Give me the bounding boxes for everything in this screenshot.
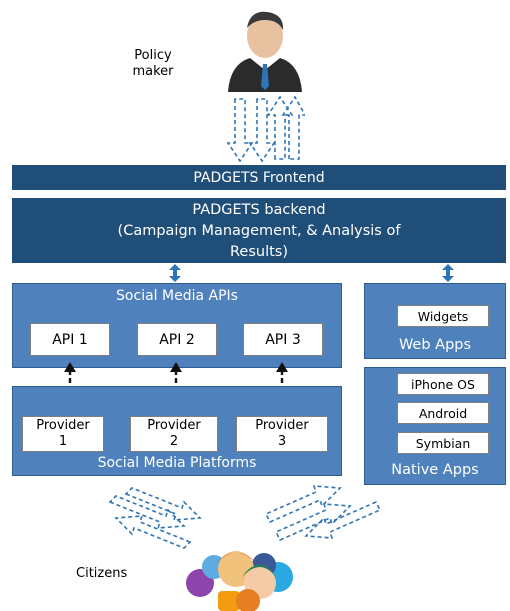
policy-maker-icon bbox=[228, 11, 302, 92]
padgets-frontend-bar: PADGETS Frontend bbox=[12, 165, 506, 190]
padgets-backend-line1: PADGETS backend bbox=[192, 202, 326, 218]
provider-box-3: Provider 3 bbox=[236, 416, 328, 452]
provider-2-line1: Provider bbox=[147, 418, 201, 433]
api-box-2: API 2 bbox=[137, 323, 217, 356]
provider-2-line2: 2 bbox=[169, 434, 179, 449]
policy-frontend-arrows bbox=[226, 95, 305, 163]
provider-box-1: Provider 1 bbox=[22, 416, 104, 452]
iphone-os-box: iPhone OS bbox=[397, 373, 489, 395]
api-2-label: API 2 bbox=[159, 331, 195, 348]
padgets-backend-line3: Results) bbox=[229, 244, 288, 260]
iphone-os-label: iPhone OS bbox=[411, 376, 475, 392]
citizens-social-icon bbox=[186, 551, 293, 611]
provider-box-2: Provider 2 bbox=[130, 416, 218, 452]
policy-maker-label: Policy maker bbox=[132, 48, 174, 79]
symbian-label: Symbian bbox=[415, 435, 471, 451]
social-media-platforms-title: Social Media Platforms bbox=[97, 455, 257, 471]
provider-1-line1: Provider bbox=[36, 418, 90, 433]
padgets-backend-line2: (Campaign Management, & Analysis of bbox=[117, 223, 401, 239]
api-3-label: API 3 bbox=[265, 331, 301, 348]
provider-1-line2: 1 bbox=[58, 434, 68, 449]
widgets-label: Widgets bbox=[417, 308, 469, 324]
provider-3-line2: 3 bbox=[277, 434, 287, 449]
social-media-apis-title: Social Media APIs bbox=[116, 288, 238, 304]
padgets-backend-block: PADGETS backend (Campaign Management, & … bbox=[12, 198, 506, 263]
provider-3-line1: Provider bbox=[255, 418, 309, 433]
android-label: Android bbox=[418, 405, 468, 421]
widgets-box: Widgets bbox=[397, 305, 489, 327]
api-box-3: API 3 bbox=[243, 323, 323, 356]
api-1-label: API 1 bbox=[52, 331, 88, 348]
web-apps-title: Web Apps bbox=[398, 337, 472, 353]
padgets-frontend-label: PADGETS Frontend bbox=[193, 169, 325, 186]
symbian-box: Symbian bbox=[397, 432, 489, 454]
platforms-citizens-arrows bbox=[108, 485, 382, 549]
backend-apis-arrow bbox=[169, 264, 181, 282]
api-box-1: API 1 bbox=[30, 323, 110, 356]
citizens-label: Citizens bbox=[76, 566, 128, 581]
backend-webapps-arrow bbox=[442, 264, 454, 282]
native-apps-title: Native Apps bbox=[391, 462, 479, 478]
android-box: Android bbox=[397, 402, 489, 424]
